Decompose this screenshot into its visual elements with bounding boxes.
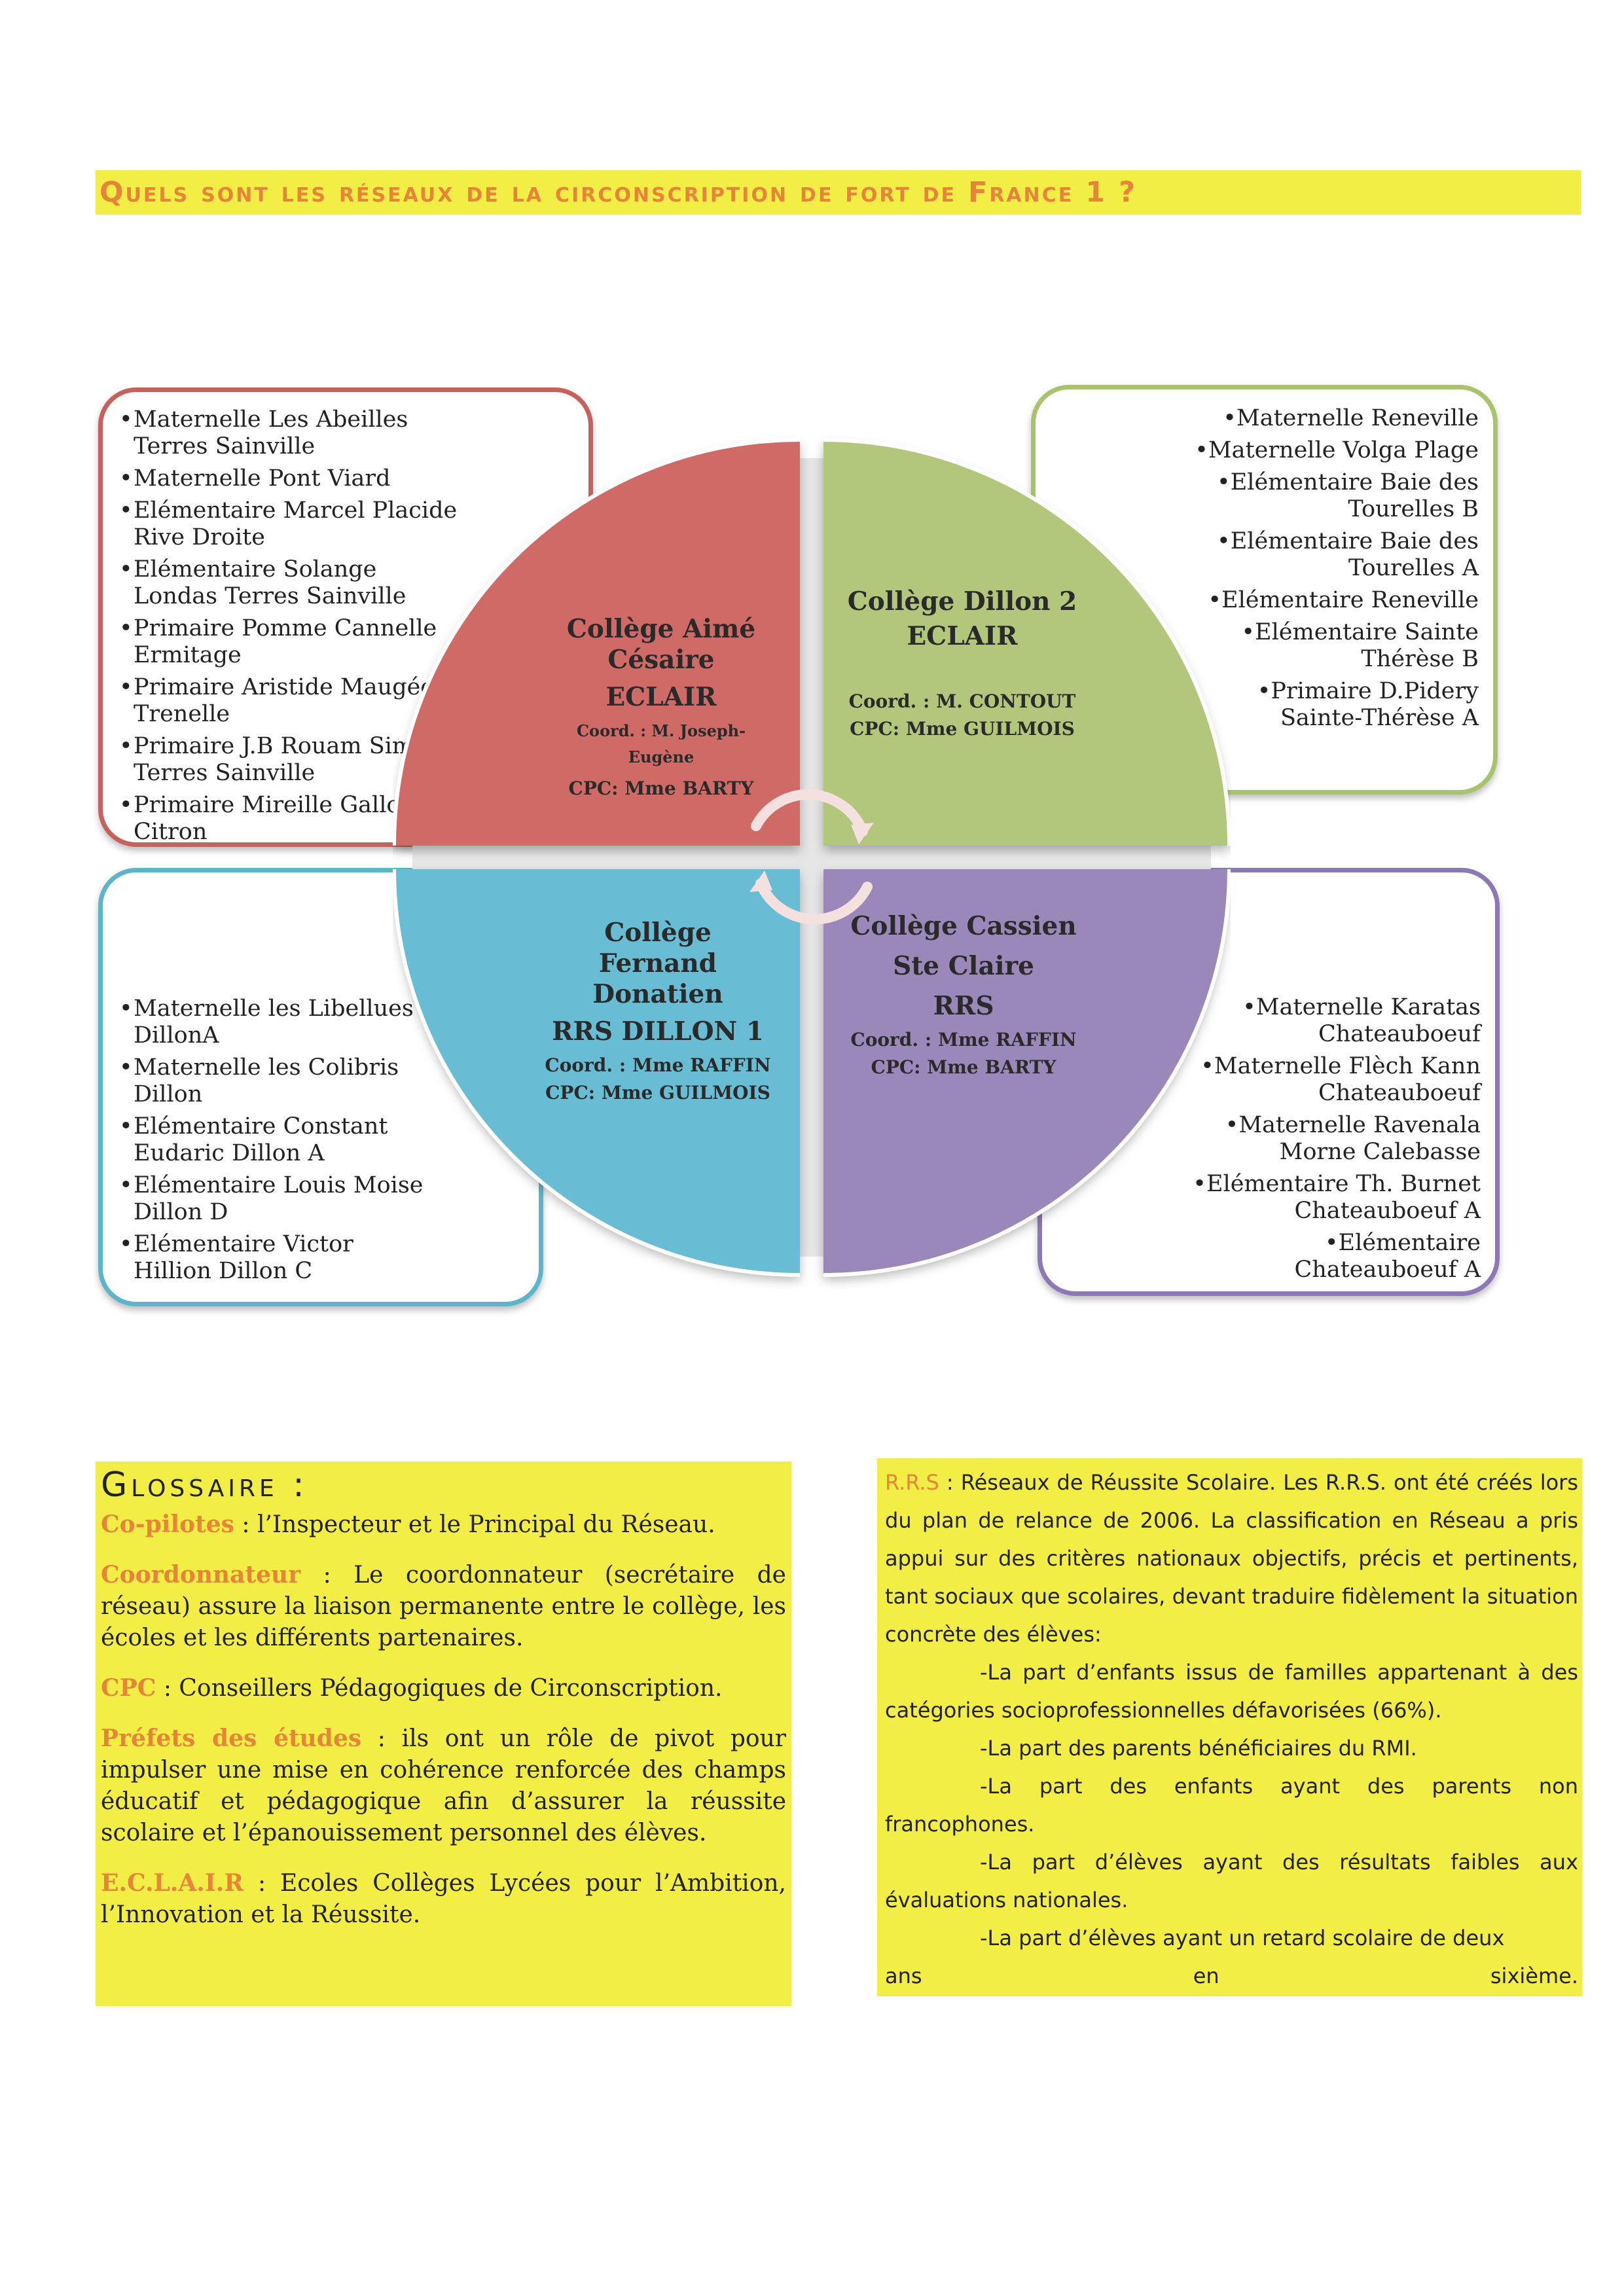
list-item: Maternelle Karatas Chateauboeuf [1193,994,1481,1048]
network-label-cassien-ste-claire: Collège Cassien Ste Claire RRS Coord. : … [846,911,1081,1081]
college-name: Collège Dillon 2 [847,586,1077,617]
list-item: Primaire Aristide Maugée Trenelle [119,674,460,728]
rrs-intro: R.R.S : Réseaux de Réussite Scolaire. Le… [885,1463,1578,1653]
glossary-panel: Glossaire : Co-pilotes : l’Inspecteur et… [96,1462,791,2006]
list-item: Elémentaire Chateauboeuf A [1193,1230,1481,1283]
glossary-definition: : ils ont un rôle de pivot pour impulser… [101,1725,786,1846]
network-type: ECLAIR [907,621,1018,651]
coordinator: Coord. : M. Joseph-Eugène [576,721,746,766]
rrs-criterion-last-line: ans en sixième. [885,1957,1578,1995]
glossary-definition: : Ecoles Collèges Lycées pour l’Ambition… [101,1870,786,1928]
list-item: Elémentaire Baie des Tourelles B [1184,469,1479,523]
list-item: Maternelle Les Abeilles Terres Sainville [119,406,460,460]
college-name: Collège Fernand Donatien [592,918,723,1009]
rrs-word: sixième. [1490,1964,1578,1988]
list-item: Elémentaire Th. Burnet Chateauboeuf A [1193,1171,1481,1225]
list-item: Elémentaire Victor Hillion Dillon C [119,1231,427,1285]
glossary-term: E.C.L.A.I.R [101,1869,244,1897]
glossary-definition: : l’Inspecteur et le Principal du Réseau… [234,1511,715,1538]
coordinator: Coord. : Mme RAFFIN [545,1054,771,1076]
network-type: RRS [933,991,994,1021]
school-list: Maternelle les Libellues DillonA Materne… [119,996,427,1290]
glossary-term: CPC [101,1674,156,1702]
list-item: Maternelle Ravenala Morne Calebasse [1193,1112,1481,1166]
glossary-entry: Coordonnateur : Le coordonnateur (secrét… [101,1559,786,1654]
college-name-line-2: Ste Claire [893,951,1034,981]
network-type: ECLAIR [605,682,717,712]
rrs-criterion: -La part des enfants ayant des parents n… [885,1774,1578,1837]
quadrant-fernand-donatien [394,869,800,1275]
glossary-heading: Glossaire : [101,1465,308,1505]
list-item: Elémentaire Constant Eudaric Dillon A [119,1113,427,1167]
college-name: Collège Cassien [850,911,1077,941]
list-item: Primaire Pomme Cannelle Ermitage [119,615,460,669]
glossary-term: Coordonnateur [101,1561,301,1588]
rrs-panel: R.R.S : Réseaux de Réussite Scolaire. Le… [877,1458,1582,1996]
page-title: Quels sont les réseaux de la circonscrip… [99,176,1138,209]
network-label-fernand-donatien: Collège Fernand Donatien RRS DILLON 1 Co… [543,918,772,1106]
rrs-word: ans [885,1964,922,1988]
rrs-criterion: -La part des parents bénéficiaires du RM… [980,1736,1417,1761]
college-name: Collège Aimé Césaire [566,614,756,675]
quadrant-dillon-2 [823,440,1229,846]
school-list: Maternelle Karatas Chateauboeuf Maternel… [1193,994,1481,1289]
list-item: Maternelle les Libellues DillonA [119,996,427,1049]
cpc: CPC: Mme BARTY [871,1056,1056,1078]
glossary-entry: CPC : Conseillers Pédagogiques de Circon… [101,1672,786,1704]
list-item: Primaire Mireille Gallot Citron [119,792,460,846]
glossary-entry: Co-pilotes : l’Inspecteur et le Principa… [101,1509,786,1541]
list-item: Elémentaire Sainte Thérèse B [1184,619,1479,673]
network-type: RRS DILLON 1 [552,1016,764,1047]
cycle-arrows-icon [751,789,873,925]
glossary-term: Préfets des études [101,1725,362,1752]
network-label-dillon-2: Collège Dillon 2 ECLAIR Coord. : M. CONT… [844,586,1080,742]
list-item: Primaire J.B Rouam Sim Terres Sainville [119,733,460,787]
network-quadrant-diagram [393,438,1231,1277]
list-item: Maternelle Volga Plage [1184,437,1479,464]
quadrant-aime-cesaire [394,440,800,846]
list-item: Elémentaire Louis Moise Dillon D [119,1172,427,1226]
rrs-term: R.R.S [885,1470,939,1495]
list-item: Elémentaire Reneville [1184,587,1479,614]
rrs-criterion: -La part d’élèves ayant des résultats fa… [885,1850,1578,1912]
rrs-criterion: -La part d’enfants issus de familles app… [885,1660,1578,1723]
cpc: CPC: Mme GUILMOIS [545,1082,770,1103]
cpc: CPC: Mme BARTY [568,778,754,799]
rrs-intro-text: : Réseaux de Réussite Scolaire. Les R.R.… [885,1470,1578,1647]
quadrant-cassien-ste-claire [823,869,1229,1275]
list-item: Maternelle les Colibris Dillon [119,1054,427,1108]
glossary-term: Co-pilotes [101,1511,234,1538]
coordinator: Coord. : Mme RAFFIN [850,1029,1077,1050]
list-item: Elémentaire Marcel Placide Rive Droite [119,497,460,551]
glossary-definition: : Conseillers Pédagogiques de Circonscri… [156,1675,723,1702]
school-list: Maternelle Les Abeilles Terres Sainville… [119,406,460,851]
list-item: Maternelle Pont Viard [119,465,460,492]
title-bar: Quels sont les réseaux de la circonscrip… [96,170,1581,215]
list-item: Maternelle Reneville [1184,405,1479,432]
school-list-box-dillon-2: Maternelle Reneville Maternelle Volga Pl… [1031,385,1498,795]
glossary-entry: Préfets des études : ils ont un rôle de … [101,1723,786,1849]
rrs-word: en [1193,1964,1219,1988]
network-label-aime-cesaire: Collège Aimé Césaire ECLAIR Coord. : M. … [550,614,772,802]
glossary-entry: E.C.L.A.I.R : Ecoles Collèges Lycées pou… [101,1867,786,1931]
rrs-criterion: -La part d’élèves ayant un retard scolai… [980,1926,1505,1950]
list-item: Primaire D.Pidery Sainte-Thérèse A [1184,678,1479,732]
cpc: CPC: Mme GUILMOIS [850,718,1075,740]
school-list: Maternelle Reneville Maternelle Volga Pl… [1184,405,1479,737]
list-item: Elémentaire Solange Londas Terres Sainvi… [119,556,460,610]
coordinator: Coord. : M. CONTOUT [848,691,1076,712]
list-item: Maternelle Flèch Kann Chateauboeuf [1193,1053,1481,1107]
list-item: Elémentaire Baie des Tourelles A [1184,528,1479,582]
glossary-definition: : Le coordonnateur (secrétaire de réseau… [101,1562,786,1651]
